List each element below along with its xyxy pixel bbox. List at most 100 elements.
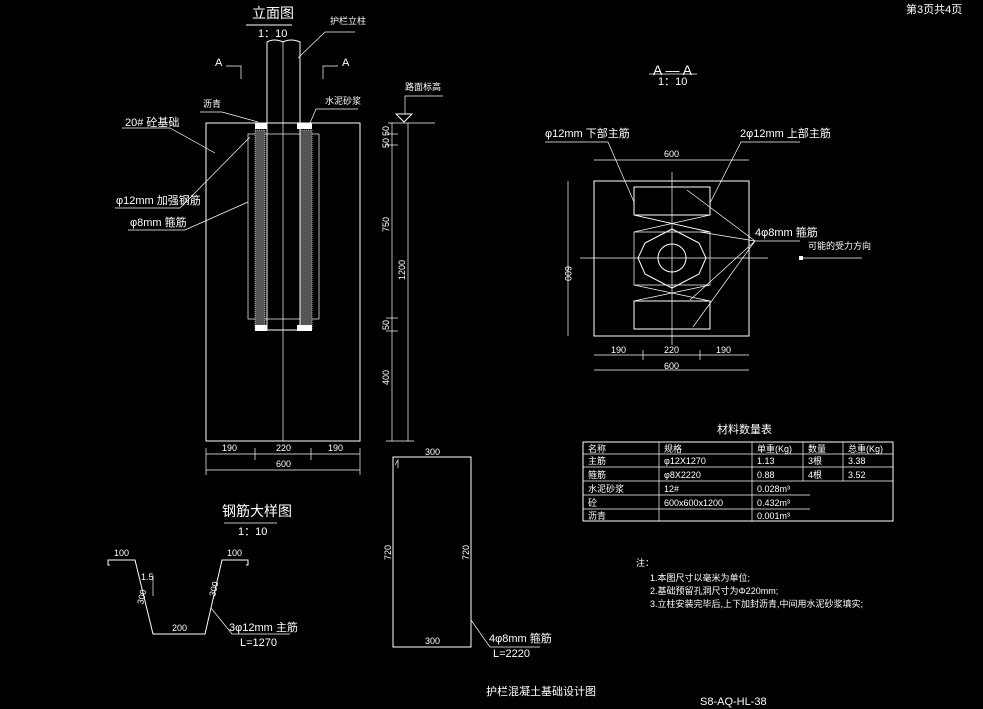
table-header: 数量 [808, 443, 826, 454]
rebar-detail: 钢筋大样图 1：10 100 100 200 300 300 1.5 3φ12m… [107, 447, 552, 660]
dim-h-190a: 190 [222, 443, 237, 453]
road-level-symbol [394, 113, 414, 123]
foundation-plan [593, 180, 750, 337]
leader-foundation [122, 127, 216, 154]
table-header: 总重(Kg) [848, 443, 883, 454]
asphalt-bottom-left [255, 325, 267, 331]
asphalt-cap-right [297, 123, 312, 129]
note-1: 1.本图尺寸以毫米为单位; [650, 572, 750, 583]
stirrup-hook [394, 458, 399, 468]
dim-v-1200: 1200 [397, 260, 407, 280]
table-cell: 12# [664, 484, 679, 494]
table-cell: 0.028m³ [757, 484, 790, 494]
table-cell: 1.13 [757, 456, 775, 466]
dim-top-600: 600 [664, 149, 679, 159]
dim-main-200: 200 [172, 623, 187, 633]
label-lower-main: φ12mm 下部主筋 [545, 126, 630, 140]
dim-main-300b: 300 [207, 580, 220, 597]
leader-rebar12 [115, 136, 251, 209]
leader-asphalt [200, 111, 259, 123]
page-number: 第3页共4页 [906, 2, 962, 16]
table-cell: φ8X2220 [664, 470, 701, 480]
dim-v-400: 400 [381, 370, 391, 385]
label-rebar12: φ12mm 加强钢筋 [116, 193, 201, 207]
rebar-detail-title: 钢筋大样图 [222, 503, 292, 519]
table-cell: 3.38 [848, 456, 866, 466]
dim-b-190b: 190 [716, 345, 731, 355]
table-title: 材料数量表 [717, 422, 772, 436]
leader-road-level [404, 95, 443, 114]
label-road-level: 路面标高 [405, 81, 441, 92]
table-header: 名称 [588, 443, 606, 454]
notes: 注： 1.本图尺寸以毫米为单位; 2.基础预留孔洞尺寸为Φ220mm; 3.立柱… [636, 557, 863, 609]
dim-v-50a: 50 [381, 126, 391, 136]
table-header: 单重(Kg) [757, 443, 792, 454]
dim-main-100a: 100 [114, 548, 129, 558]
table-cell: 水泥砂浆 [588, 483, 624, 494]
note-3: 3.立柱安装完毕后,上下加封沥青,中间用水泥砂浆填实; [650, 598, 863, 609]
label-stirrup8: φ8mm 箍筋 [130, 215, 187, 229]
slope-label: 1.5 [141, 572, 154, 582]
label-post: 护栏立柱 [330, 15, 366, 26]
table-cell: 沥青 [588, 510, 606, 521]
note-2: 2.基础预留孔洞尺寸为Φ220mm; [650, 585, 778, 596]
leader-upper-main [709, 141, 800, 204]
table-border [582, 441, 894, 522]
mortar-fill-left [254, 129, 266, 331]
table-cell: 0.432m³ [757, 498, 790, 508]
asphalt-bottom-right [297, 325, 312, 331]
table-grid [583, 442, 893, 521]
dim-main-300a: 300 [135, 588, 148, 605]
table-cell: φ12X1270 [664, 456, 706, 466]
dim-h-190b: 190 [328, 443, 343, 453]
leader-post [297, 31, 355, 59]
table-cell: 砼 [588, 497, 597, 508]
dim-stirrup-left: 720 [383, 545, 393, 560]
leader-lower-main [545, 141, 635, 203]
stirrup-label: 4φ8mm 箍筋 [489, 631, 552, 645]
section-view: A — A 1：10 φ12mm 下部主筋 2φ12mm 上部主筋 4φ8mm … [545, 62, 871, 371]
arrow-head [799, 256, 803, 260]
dim-main-100b: 100 [227, 548, 242, 558]
dim-stirrup-right: 720 [461, 545, 471, 560]
main-rebar-label: 3φ12mm 主筋 [229, 620, 298, 634]
dim-b-600: 600 [664, 361, 679, 371]
leader-stirrup8 [128, 201, 249, 231]
label-force-direction: 可能的受力方向 [808, 240, 871, 251]
dim-v-50b: 50 [381, 138, 391, 148]
dim-v-750: 750 [381, 217, 391, 232]
section-mark-right-line [322, 65, 338, 79]
table-header: 规格 [664, 443, 682, 454]
table-cell: 3.52 [848, 470, 866, 480]
section-mark-left: A [215, 57, 223, 69]
table-cell: 600x600x1200 [664, 498, 723, 508]
leader-main-rebar [210, 607, 290, 635]
leader-mortar [309, 108, 358, 124]
dim-v-50c: 50 [381, 320, 391, 330]
stirrup-length: L=2220 [493, 648, 530, 660]
dim-b-220: 220 [664, 345, 679, 355]
section-mark-right: A [342, 57, 350, 69]
stirrup-cross [633, 214, 711, 302]
asphalt-cap-left [255, 123, 267, 129]
drawing-code: S8-AQ-HL-38 [700, 696, 767, 708]
sleeve-outline [247, 133, 320, 320]
elevation-view: 立面图 1：10 A A 护栏立柱 沥青 水泥砂浆 路面标高 20# 砼基础 [115, 5, 443, 475]
mortar-fill-right [299, 129, 313, 331]
dim-h-220: 220 [276, 443, 291, 453]
dim-stirrup-bottom: 300 [425, 636, 440, 646]
table-cell: 0.88 [757, 470, 775, 480]
table-cell: 箍筋 [588, 469, 606, 480]
table-cell: 4根 [808, 469, 822, 480]
section-mark-left-line [226, 65, 242, 79]
dim-b-190a: 190 [611, 345, 626, 355]
section-scale: 1：10 [658, 76, 687, 88]
label-foundation: 20# 砼基础 [125, 116, 179, 129]
table-cell: 3根 [808, 455, 822, 466]
label-upper-main: 2φ12mm 上部主筋 [740, 126, 831, 140]
elevation-scale: 1：10 [258, 28, 287, 40]
label-stirrup: 4φ8mm 箍筋 [755, 225, 818, 239]
leader-stirrup [686, 189, 800, 328]
